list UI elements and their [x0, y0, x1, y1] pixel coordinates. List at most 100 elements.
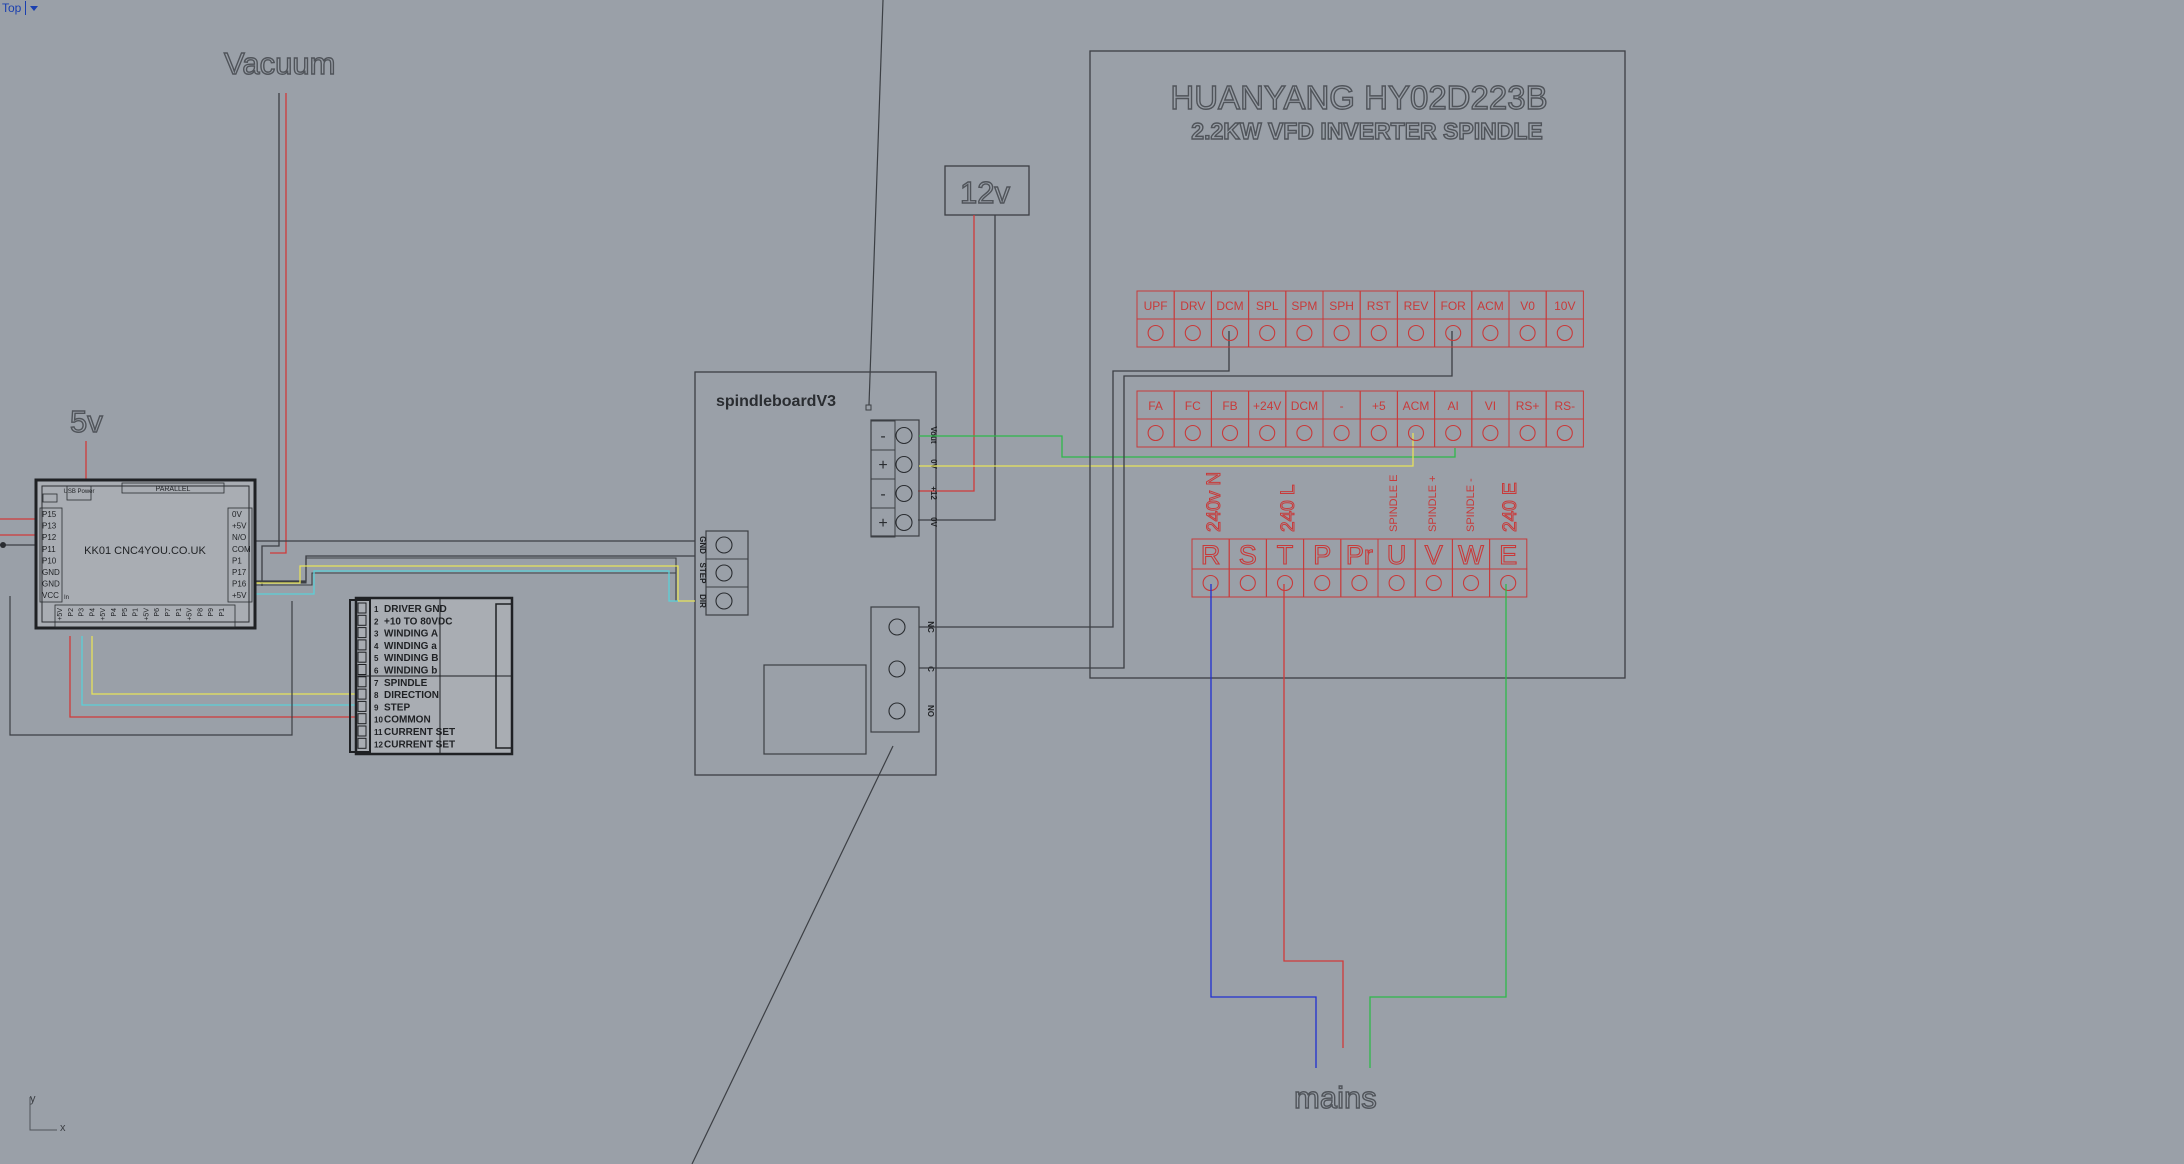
vfd-control-terminal-terminal[interactable] — [1147, 324, 1164, 342]
vfd-power-terminal[interactable] — [1462, 574, 1480, 592]
vfd-control-terminal-terminal[interactable] — [1259, 324, 1276, 342]
vfd-io-terminal-terminal[interactable] — [1519, 424, 1536, 442]
driver-terminal[interactable] — [357, 627, 367, 639]
vfd-io-terminal-terminal[interactable] — [1184, 424, 1201, 442]
vfd-io-terminal-terminal[interactable] — [1221, 424, 1239, 442]
driver-terminal[interactable] — [357, 602, 367, 614]
spindleboard: spindleboardV3 -Vout+0V-+12+0V GNDSTEPDI… — [694, 371, 938, 776]
vfd-power-terminal[interactable] — [1388, 574, 1405, 592]
driver-terminal[interactable] — [357, 725, 367, 737]
vfd-control-terminal-terminal[interactable] — [1333, 324, 1350, 342]
guide-line-end — [865, 404, 872, 411]
vfd-control-terminal-terminal[interactable] — [1482, 324, 1499, 342]
driver-pin-number: 10 — [374, 716, 383, 725]
driver-terminal[interactable] — [357, 688, 367, 700]
vfd-control-terminal-terminal[interactable] — [1221, 324, 1239, 342]
sb-power-terminal[interactable] — [895, 426, 913, 445]
driver-terminal[interactable] — [357, 614, 367, 626]
driver-terminal[interactable] — [357, 737, 367, 749]
vfd-control-terminal-terminal[interactable] — [1519, 324, 1536, 342]
vfd-control-terminal-cell — [1471, 318, 1510, 348]
kk01-bottom-pin: +5V — [187, 608, 194, 621]
sb-signal-pin-label: STEP — [698, 563, 707, 585]
kk01-left-pin: P12 — [42, 533, 57, 542]
vacuum-wires — [261, 93, 287, 586]
spindleboard-title: spindleboardV3 — [716, 393, 836, 410]
driver-terminal[interactable] — [357, 639, 367, 651]
sb-power-terminal[interactable] — [895, 455, 913, 474]
vfd-io-terminal-terminal[interactable] — [1407, 424, 1425, 442]
vfd-control-terminal-label: SPH — [1329, 299, 1354, 313]
vfd-io-terminal-label: FB — [1222, 399, 1237, 413]
vfd-control-terminal-terminal[interactable] — [1445, 324, 1462, 342]
driver-terminal[interactable] — [357, 676, 367, 688]
vfd-io-terminal-terminal[interactable] — [1296, 424, 1313, 442]
vfd-power-terminal[interactable] — [1276, 574, 1294, 592]
vfd-control-terminal-terminal[interactable] — [1184, 324, 1201, 342]
driver-pin-label: STEP — [384, 702, 410, 713]
kk01-usb: USB Power — [63, 489, 94, 495]
sb-power-cell — [870, 507, 896, 538]
driver-pin-number: 6 — [374, 667, 379, 676]
kk01-left-pin: P10 — [42, 556, 57, 565]
sb-signal-terminal[interactable] — [715, 564, 733, 582]
sb-power-terminal[interactable] — [895, 484, 913, 503]
vfd-power-label: W — [1458, 540, 1484, 570]
driver-pin-number: 4 — [374, 642, 379, 651]
vfd-io-terminal-cell — [1434, 418, 1473, 448]
driver-terminal[interactable] — [357, 664, 367, 675]
sb-relay-terminal[interactable] — [888, 702, 906, 720]
vfd-io-terminal-label: AI — [1448, 399, 1459, 413]
vfd-control-terminal-terminal[interactable] — [1296, 324, 1313, 342]
vfd-io-terminal-cell — [1545, 418, 1584, 448]
vfd-power-terminal[interactable] — [1314, 574, 1331, 592]
vfd-io-terminal-terminal[interactable] — [1333, 424, 1350, 442]
twelve-v-plus-wire — [918, 215, 975, 492]
kk01-bottom-pin: P1 — [219, 608, 226, 617]
viewport-menu-arrow-icon[interactable] — [30, 5, 39, 11]
vfd-io-terminal-label: VI — [1485, 399, 1496, 413]
driver-pin-label: WINDING A — [384, 629, 438, 640]
sb-signal-terminal[interactable] — [715, 592, 733, 610]
vfd-control-terminal-cell — [1359, 318, 1398, 348]
vfd-io-terminal-terminal[interactable] — [1370, 424, 1387, 442]
vfd-power-terminal[interactable] — [1425, 574, 1442, 592]
axis-y-label: y — [30, 1093, 36, 1105]
vfd-io-terminal-terminal[interactable] — [1445, 424, 1462, 442]
vfd-control-terminal-cell — [1210, 318, 1250, 348]
vfd-io-terminal-terminal[interactable] — [1147, 424, 1164, 442]
vfd-control-terminal-label: DRV — [1180, 299, 1205, 313]
viewport-tab[interactable]: Top — [0, 0, 39, 16]
sb-relay-terminal[interactable] — [888, 618, 906, 636]
viewport-name[interactable]: Top — [2, 1, 22, 15]
kk01-left-pin: VCC — [42, 591, 59, 600]
vfd-io-terminal-terminal[interactable] — [1482, 424, 1499, 442]
driver-pin-number: 8 — [374, 691, 379, 700]
vfd-power-label: U — [1387, 540, 1407, 570]
vfd-io-terminal-label: FC — [1185, 399, 1201, 413]
vfd-control-terminal-label: UPF — [1144, 299, 1168, 313]
sb-relay-pin-label: C — [926, 666, 935, 672]
vfd-power-label: T — [1277, 540, 1294, 570]
vfd-control-terminal-terminal[interactable] — [1407, 324, 1425, 342]
vfd-control-terminal-terminal[interactable] — [1556, 324, 1573, 342]
vfd-io-terminal-terminal[interactable] — [1556, 424, 1573, 442]
sb-power-terminal[interactable] — [895, 513, 913, 532]
driver-terminal[interactable] — [357, 700, 367, 712]
sb-signal-terminal[interactable] — [715, 536, 733, 554]
driver-terminal[interactable] — [357, 713, 367, 725]
vfd-power-cell — [1451, 568, 1491, 598]
twelve-v-box — [944, 165, 1030, 216]
vfd-power-terminal[interactable] — [1500, 574, 1517, 592]
kk01-in-label: In — [64, 595, 69, 601]
driver-terminal[interactable] — [357, 651, 367, 663]
vfd-power-terminal[interactable] — [1239, 574, 1256, 592]
kk01-left-pin: P13 — [42, 522, 57, 531]
vfd-control-terminal-terminal[interactable] — [1370, 324, 1387, 342]
kk01-bottom-pin: P4 — [89, 608, 96, 617]
sb-relay-terminal[interactable] — [888, 660, 906, 678]
vfd-power-cell — [1228, 568, 1267, 598]
vfd-power-terminal[interactable] — [1351, 574, 1368, 592]
vfd-io-terminal-terminal[interactable] — [1259, 424, 1276, 442]
